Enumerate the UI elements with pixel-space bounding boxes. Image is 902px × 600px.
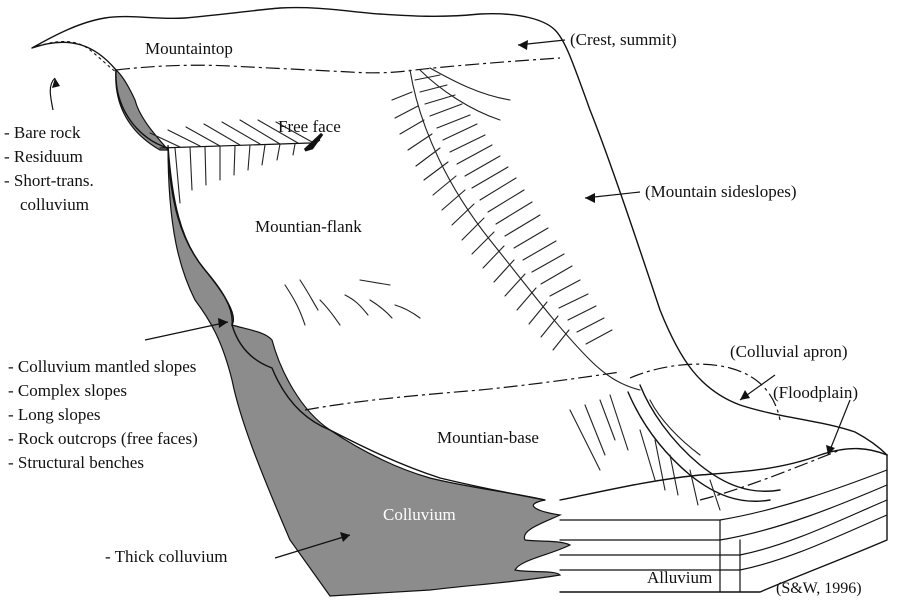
flank-list-item: - Long slopes: [8, 405, 101, 424]
mountain-flank-label: Mountian-flank: [255, 217, 362, 236]
flank-list-item: - Structural benches: [8, 453, 144, 472]
valley-channel: [640, 385, 780, 491]
thick-colluvium-label: - Thick colluvium: [105, 547, 227, 566]
citation-label: (S&W, 1996): [776, 580, 862, 597]
summit-list-item: - Bare rock: [4, 123, 81, 142]
floodplain-label: (Floodplain): [773, 383, 858, 402]
flank-feature-list: - Colluvium mantled slopes - Complex slo…: [8, 357, 198, 472]
alluvium-label: Alluvium: [647, 568, 712, 587]
crest-label: (Crest, summit): [570, 30, 677, 49]
floodplain-top-dash: [700, 450, 840, 500]
mountain-outline: [32, 8, 887, 455]
alluvium-layers: [560, 470, 887, 592]
colluvial-apron-boundary: [630, 364, 780, 420]
flank-list-item: - Complex slopes: [8, 381, 127, 400]
summit-list-item: - Residuum: [4, 147, 83, 166]
flank-list-item: - Colluvium mantled slopes: [8, 357, 196, 376]
flank-list-item: - Rock outcrops (free faces): [8, 429, 198, 448]
midslope-hachures: [285, 280, 420, 325]
floodplain-outline: [560, 449, 887, 500]
summit-material-list: - Bare rock - Residuum - Short-trans. co…: [4, 123, 94, 214]
drainage-hachures: [392, 68, 640, 390]
mountain-sideslopes-label: (Mountain sideslopes): [645, 182, 797, 201]
free-face-label: Free face: [278, 117, 341, 136]
alluvium-block: [560, 455, 887, 592]
summit-list-item: - Short-trans.: [4, 171, 94, 190]
mountaintop-boundary: [116, 58, 560, 73]
colluvial-apron-label: (Colluvial apron): [730, 342, 848, 361]
summit-list-item: colluvium: [20, 195, 89, 214]
colluvium-layer: [168, 145, 570, 596]
colluvium-label: Colluvium: [383, 505, 456, 524]
mountain-base-label: Mountian-base: [437, 428, 539, 447]
mountaintop-label: Mountaintop: [145, 39, 233, 58]
mountain-base-boundary: [305, 372, 620, 410]
